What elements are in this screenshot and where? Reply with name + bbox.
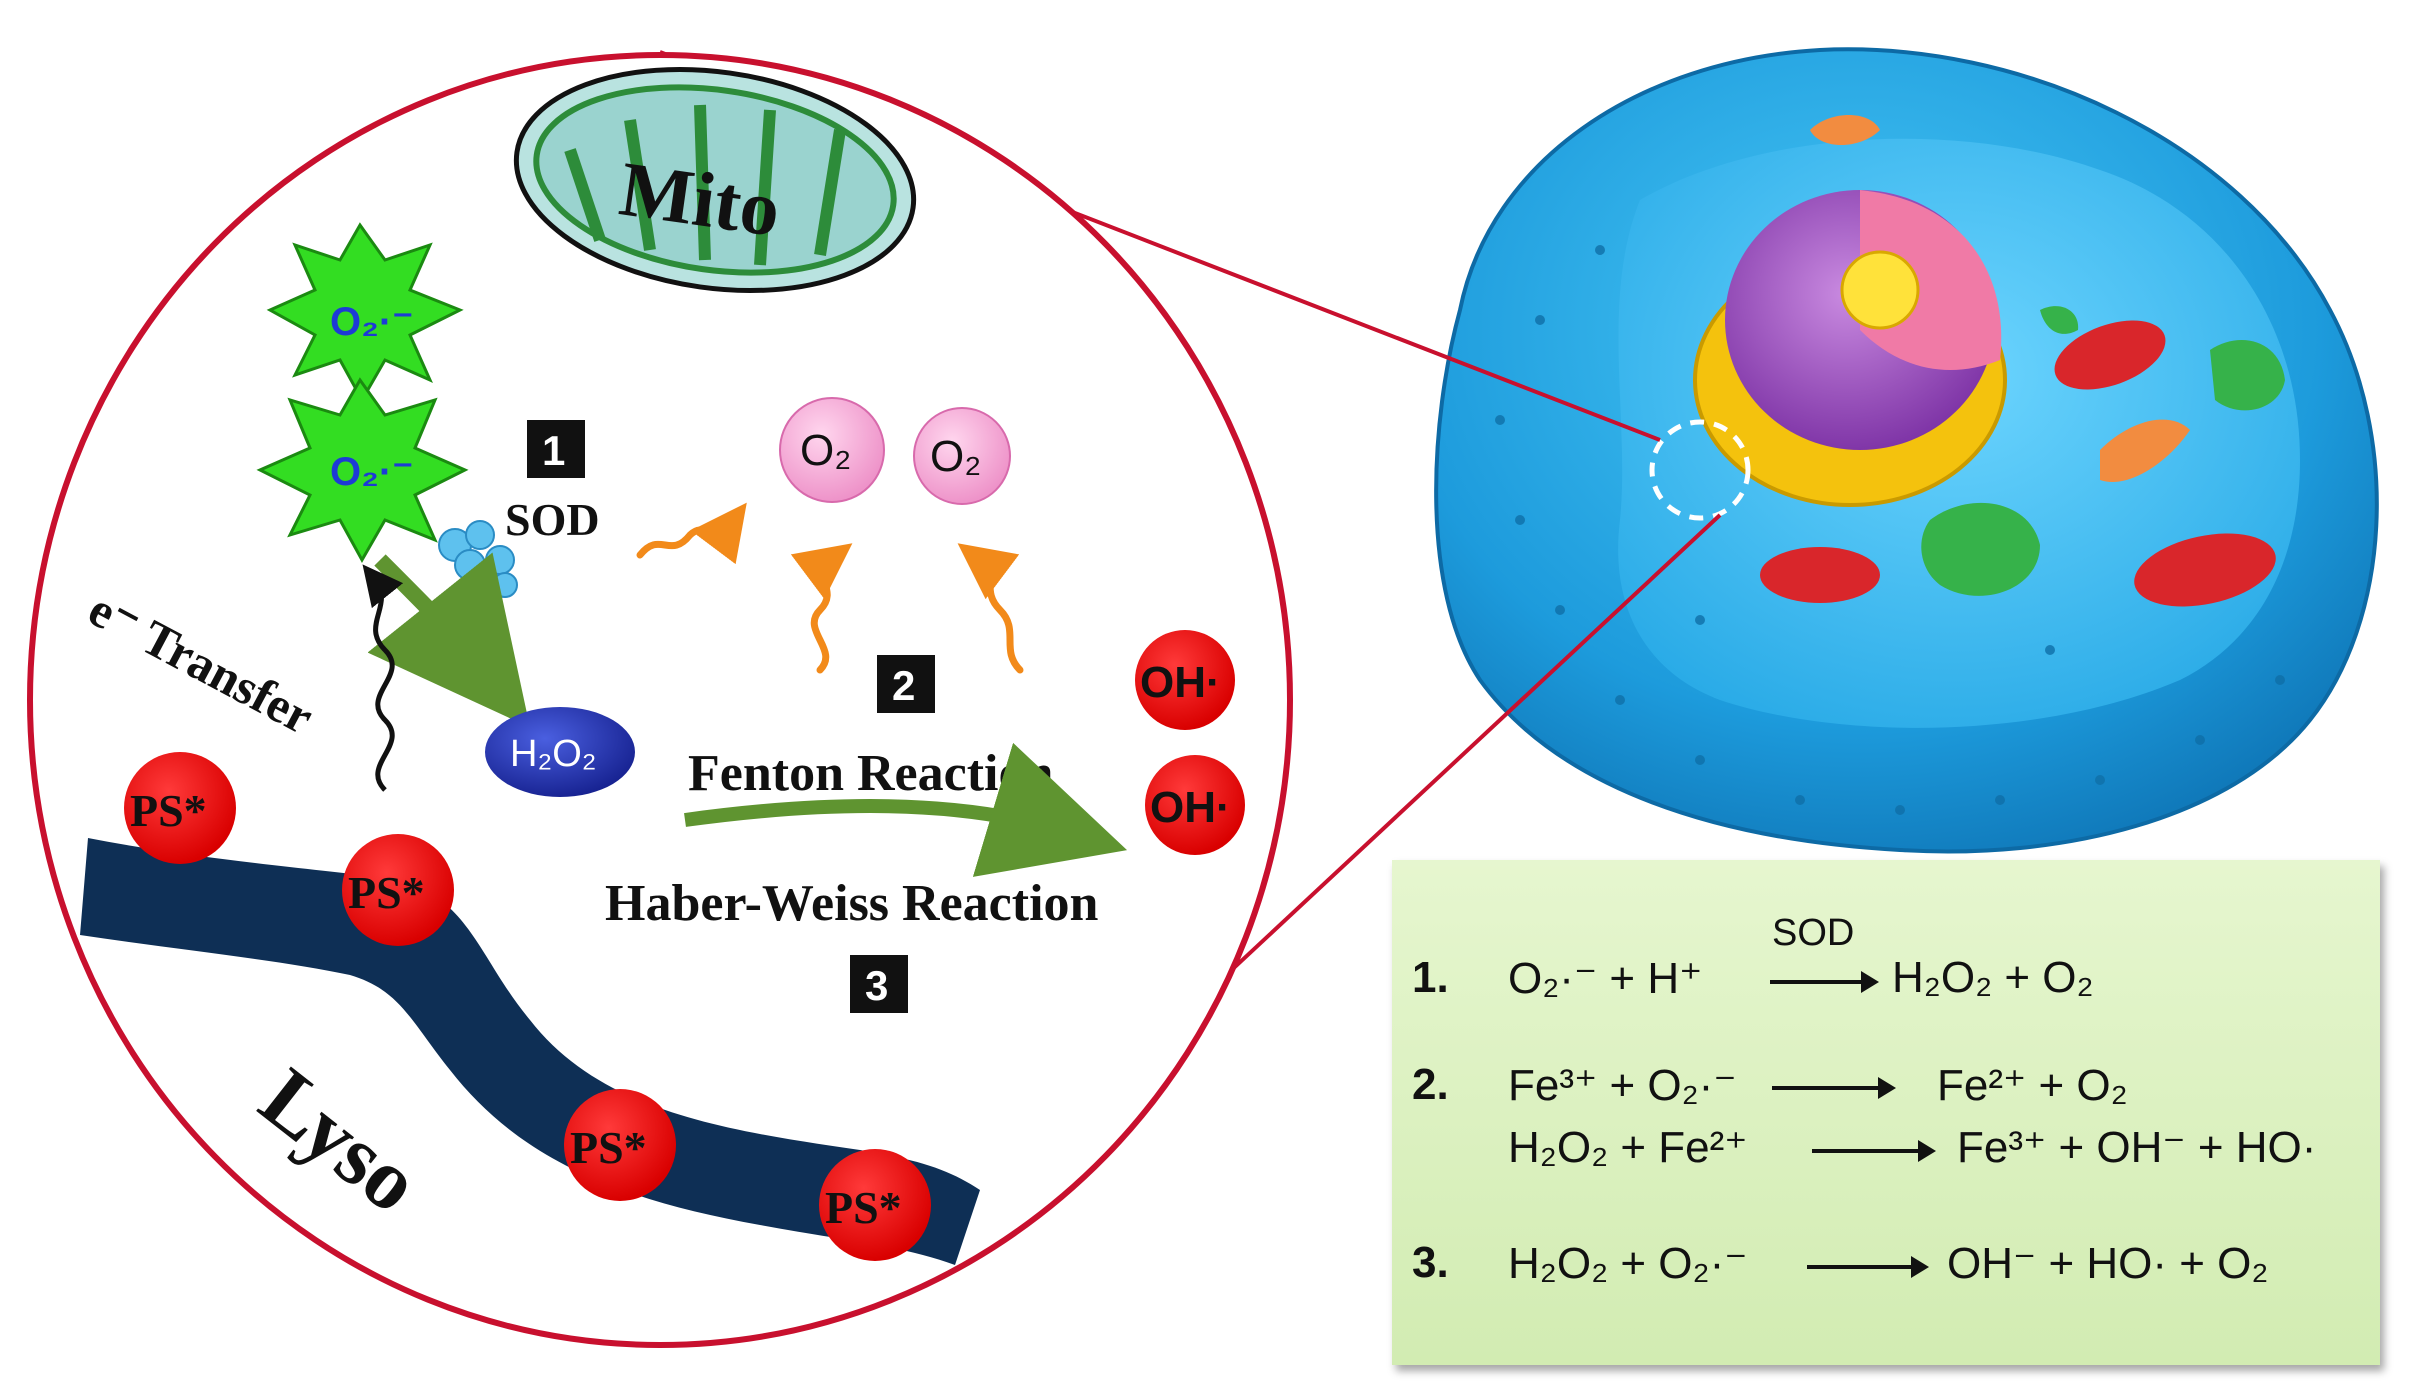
animal-cell (1434, 47, 2379, 854)
eq2a-left: Fe³⁺ + O₂·⁻ (1508, 1061, 1737, 1110)
ps-label-3: PS* (570, 1122, 647, 1173)
eq2b-right: Fe³⁺ + OH⁻ + HO· (1957, 1123, 2317, 1172)
step1-box (527, 420, 585, 478)
eq1-number: 1. (1412, 953, 1449, 1002)
oxygen-label-2: O₂ (930, 432, 981, 481)
step3-label: 3 (865, 962, 888, 1009)
eq1-over: SOD (1772, 912, 1855, 954)
mitochondrion: Mito (513, 66, 917, 294)
eq2b-left: H₂O₂ + Fe²⁺ (1508, 1123, 1748, 1172)
superoxide-star-2 (256, 377, 469, 564)
eq3-arrow (1807, 1256, 1929, 1278)
ps-ball-3 (564, 1089, 676, 1201)
oxygen-bubble-2 (913, 407, 1011, 505)
ps-label-1: PS* (130, 785, 207, 836)
cell-golgi (1810, 115, 2190, 482)
step1-label: 1 (542, 427, 565, 474)
fenton-label: Fenton Reaction (688, 745, 1053, 802)
nucleolus (1840, 250, 1920, 330)
oxygen-bubble-1 (779, 397, 885, 503)
cell-dots (1495, 245, 2285, 815)
eq1-left: O₂·⁻ + H⁺ (1508, 954, 1703, 1003)
hydroxyl-label-2: OH· (1150, 783, 1231, 832)
superoxide-stars: O₂·⁻ O₂·⁻ (256, 222, 469, 564)
ps-label-4: PS* (825, 1182, 902, 1233)
eq2b-arrow (1812, 1140, 1936, 1162)
step2-box (877, 655, 935, 713)
ps-ball-2 (342, 834, 454, 946)
eq2a-arrow (1772, 1077, 1896, 1099)
eq3-number: 3. (1412, 1238, 1449, 1287)
zoom-target (1649, 419, 1751, 521)
superoxide-label-2: O₂·⁻ (330, 450, 413, 494)
lyso-band (80, 838, 980, 1265)
wavy-arrows-orange (636, 502, 1024, 674)
equations-panel: 1. O₂·⁻ + H⁺ SOD H₂O₂ + O₂ 2. Fe³⁺ + O₂·… (1392, 860, 2380, 1365)
e-transfer-wave (362, 564, 404, 792)
h2o2-label: H₂O₂ (510, 733, 597, 775)
ps-ball-1 (124, 752, 236, 864)
oxygen-label-1: O₂ (800, 426, 851, 475)
h2o2-blob (485, 707, 635, 797)
cell-mitochondria (1760, 320, 2276, 607)
magnified-view (27, 52, 1293, 1348)
eq3-left: H₂O₂ + O₂·⁻ (1508, 1239, 1748, 1288)
hydroxyl-ball-2 (1145, 755, 1245, 855)
cell-er (1921, 306, 2285, 596)
eq2-number: 2. (1412, 1060, 1449, 1109)
eq2a-right: Fe²⁺ + O₂ (1937, 1061, 2128, 1110)
superoxide-label-1: O₂·⁻ (330, 300, 413, 344)
sod-label: SOD (505, 494, 600, 545)
ps-label-2: PS* (348, 867, 425, 918)
hydroxyl-ball-1 (1135, 630, 1235, 730)
haber-weiss-label: Haber-Weiss Reaction (605, 875, 1099, 932)
ps-ball-4 (819, 1149, 931, 1261)
hydroxyl-label-1: OH· (1140, 658, 1221, 707)
step3-box (850, 955, 908, 1013)
eq3-right: OH⁻ + HO· + O₂ (1947, 1239, 2269, 1288)
eq1-right: H₂O₂ + O₂ (1892, 953, 2094, 1002)
arrow-to-hydroxyl (684, 742, 1128, 877)
eq1-arrow (1770, 971, 1879, 993)
step2-label: 2 (892, 662, 915, 709)
